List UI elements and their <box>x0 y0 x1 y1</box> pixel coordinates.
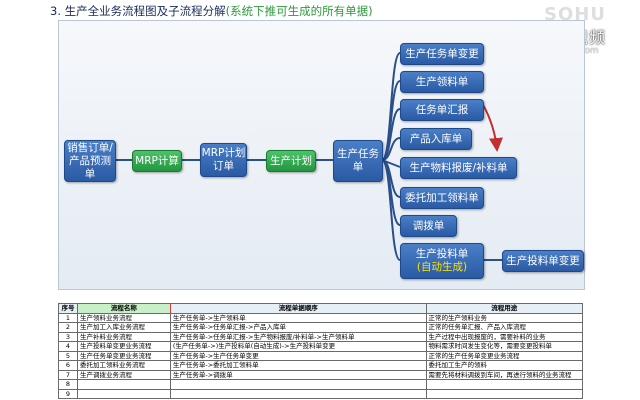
node-task-change: 生产任务单变更 <box>400 43 484 65</box>
table-row: 9 <box>58 388 584 399</box>
connector-task-change <box>381 52 401 161</box>
cell-purpose: 物料需求时间发生变化等，需要变更投料单 <box>425 341 584 352</box>
cell-document-order <box>169 379 427 390</box>
node-feed-label: 生产投料单 <box>415 248 469 260</box>
node-outsource-req: 委托加工领料单 <box>400 187 484 209</box>
cell-purpose: 生产过程中出现报废的，需要补料的业务 <box>425 331 584 342</box>
cell-document-order: 生产任务单->委托加工领料单 <box>169 360 427 371</box>
table-row: 8 <box>58 379 584 390</box>
cell-document-order: 生产任务单->生产任务单变更 <box>169 350 427 361</box>
title-subtitle: (系统下推可生成的所有单据) <box>225 4 373 18</box>
cell-index: 4 <box>58 341 78 352</box>
cell-process-name <box>76 388 171 399</box>
node-material-req: 生产领料单 <box>400 71 484 93</box>
node-mrp-calc: MRP计算 <box>132 150 182 172</box>
cell-index: 3 <box>58 331 78 342</box>
cell-process-name: 生产任务单变更业务流程 <box>76 350 171 361</box>
cell-document-order: 生产任务单->任务单汇报->产品入库单 <box>169 322 427 333</box>
title-main: 3. 生产全业务流程图及子流程分解 <box>50 4 226 18</box>
cell-process-name: 生产加工入库业务流程 <box>76 322 171 333</box>
cell-purpose: 正常的生产任务单变更业务流程 <box>425 350 584 361</box>
cell-document-order <box>169 388 427 399</box>
cell-document-order: 生产任务单->生产领料单 <box>169 312 427 323</box>
cell-purpose: 正常的生产领料业务 <box>425 312 584 323</box>
cell-document-order: 生产任务单->调拨单 <box>169 369 427 380</box>
cell-index: 7 <box>58 369 78 380</box>
th-purpose: 流程用途 <box>425 303 584 314</box>
cell-index: 9 <box>58 388 78 399</box>
flowchart-panel <box>58 20 585 290</box>
cell-process-name: 生产领料业务流程 <box>76 312 171 323</box>
cell-purpose <box>425 388 584 399</box>
table-header-row: 序号 流程名称 流程单据顺序 流程用途 <box>58 303 584 314</box>
cell-document-order: (生产任务单->)生产投料单(自动生成)->生产投料单变更 <box>169 341 427 352</box>
logo-brand: SOHU <box>544 4 606 25</box>
th-index: 序号 <box>58 303 78 314</box>
th-process-name: 流程名称 <box>76 303 171 314</box>
node-feed-auto: 生产投料单 (自动生成) <box>400 243 484 279</box>
node-prod-task: 生产任务单 <box>333 140 383 182</box>
node-feed-auto-note: (自动生成) <box>416 261 468 273</box>
cell-process-name: 生产补料业务流程 <box>76 331 171 342</box>
red-arrow-report-scrap <box>481 102 503 152</box>
cell-index: 6 <box>58 360 78 371</box>
node-transfer: 调拨单 <box>400 215 457 237</box>
node-mrp-order: MRP计划订单 <box>200 143 247 177</box>
connector-task-feed <box>381 159 401 261</box>
cell-purpose: 委托加工生产的领料 <box>425 360 584 371</box>
node-scrap-supply: 生产物料报废/补料单 <box>400 157 517 179</box>
cell-process-name: 生产投料单变更业务流程 <box>76 341 171 352</box>
cell-purpose <box>425 379 584 390</box>
cell-purpose: 需要先将材料调拨到车间，再进行领料的业务流程 <box>425 369 584 380</box>
cell-process-name <box>76 379 171 390</box>
cell-process-name: 生产调拨业务流程 <box>76 369 171 380</box>
node-feed-change: 生产投料单变更 <box>502 250 584 272</box>
cell-index: 1 <box>58 312 78 323</box>
node-sales-order: 销售订单/产品预测单 <box>64 140 116 182</box>
connector-task-in <box>381 137 401 161</box>
cell-process-name: 委托加工领料业务流程 <box>76 360 171 371</box>
cell-index: 2 <box>58 322 78 333</box>
node-product-in: 产品入库单 <box>400 128 472 150</box>
cell-document-order: 生产任务单->任务单汇报->生产物料报废/补料单->生产领料单 <box>169 331 427 342</box>
cell-index: 5 <box>58 350 78 361</box>
page-title: 3. 生产全业务流程图及子流程分解(系统下推可生成的所有单据) <box>50 3 373 19</box>
cell-purpose: 正常的任务单汇报、产品入库流程 <box>425 322 584 333</box>
cell-index: 8 <box>58 379 78 390</box>
node-prod-plan: 生产计划 <box>266 150 316 172</box>
node-task-report: 任务单汇报 <box>400 99 484 121</box>
th-document-order: 流程单据顺序 <box>169 303 427 314</box>
